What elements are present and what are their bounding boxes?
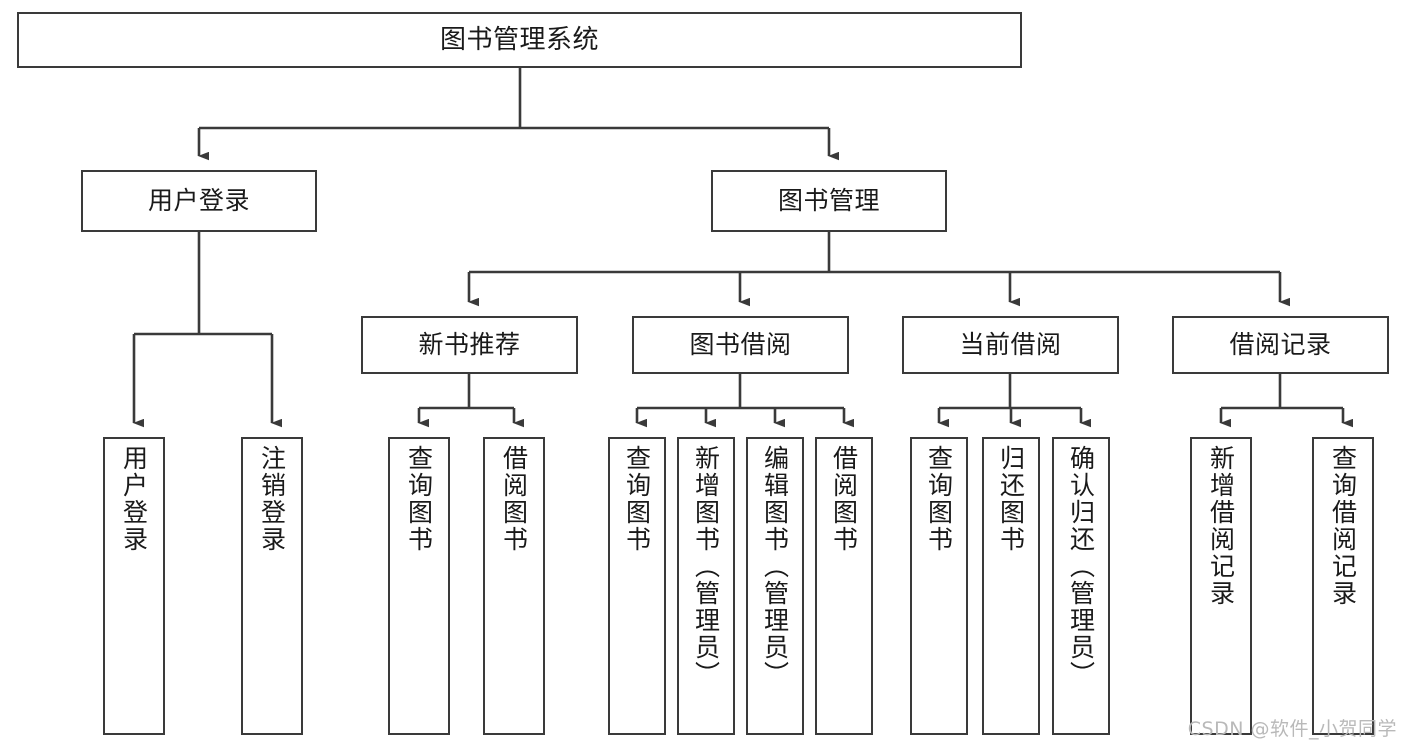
node-leaf-br-add-record-label: 新增借阅记录 [1206,445,1236,607]
node-leaf-br-add-record[interactable]: 新增借阅记录 [1190,437,1252,735]
node-leaf-bb-edit-book-label: 编辑图书（管理员） [760,445,790,688]
node-leaf-bb-query-book[interactable]: 查询图书 [608,437,666,735]
node-leaf-bb-borrow-book[interactable]: 借阅图书 [815,437,873,735]
node-leaf-nbr-query-book-label: 查询图书 [404,445,434,553]
node-leaf-bb-edit-book[interactable]: 编辑图书（管理员） [746,437,804,735]
node-current-borrow[interactable]: 当前借阅 [902,316,1119,374]
node-leaf-nbr-query-book[interactable]: 查询图书 [388,437,450,735]
node-leaf-bb-add-book[interactable]: 新增图书（管理员） [677,437,735,735]
node-book-borrow[interactable]: 图书借阅 [632,316,849,374]
node-leaf-nbr-borrow-book-label: 借阅图书 [499,445,529,553]
node-leaf-user-login[interactable]: 用户登录 [103,437,165,735]
node-leaf-cb-confirm-return-label: 确认归还（管理员） [1066,445,1096,688]
node-leaf-cb-query-book[interactable]: 查询图书 [910,437,968,735]
node-leaf-cb-return-book-label: 归还图书 [996,445,1026,553]
node-book-manage-label: 图书管理 [777,186,880,216]
node-root-system[interactable]: 图书管理系统 [17,12,1022,68]
node-leaf-nbr-borrow-book[interactable]: 借阅图书 [483,437,545,735]
node-leaf-bb-add-book-label: 新增图书（管理员） [691,445,721,688]
node-leaf-user-logout-label: 注销登录 [257,445,287,553]
node-leaf-cb-confirm-return[interactable]: 确认归还（管理员） [1052,437,1110,735]
node-leaf-user-login-label: 用户登录 [119,445,149,553]
node-book-borrow-label: 图书借阅 [689,330,792,360]
node-user-login[interactable]: 用户登录 [81,170,317,232]
node-borrow-record[interactable]: 借阅记录 [1172,316,1389,374]
node-leaf-br-query-record[interactable]: 查询借阅记录 [1312,437,1374,735]
node-current-borrow-label: 当前借阅 [959,330,1062,360]
node-leaf-cb-query-book-label: 查询图书 [924,445,954,553]
node-new-book-recommend[interactable]: 新书推荐 [361,316,578,374]
node-leaf-user-logout[interactable]: 注销登录 [241,437,303,735]
node-root-system-label: 图书管理系统 [439,24,599,55]
node-leaf-bb-query-book-label: 查询图书 [622,445,652,553]
node-leaf-bb-borrow-book-label: 借阅图书 [829,445,859,553]
node-leaf-br-query-record-label: 查询借阅记录 [1328,445,1358,607]
node-user-login-label: 用户登录 [147,186,250,216]
node-leaf-cb-return-book[interactable]: 归还图书 [982,437,1040,735]
node-new-book-recommend-label: 新书推荐 [418,330,521,360]
node-book-manage[interactable]: 图书管理 [711,170,947,232]
node-borrow-record-label: 借阅记录 [1229,330,1332,360]
